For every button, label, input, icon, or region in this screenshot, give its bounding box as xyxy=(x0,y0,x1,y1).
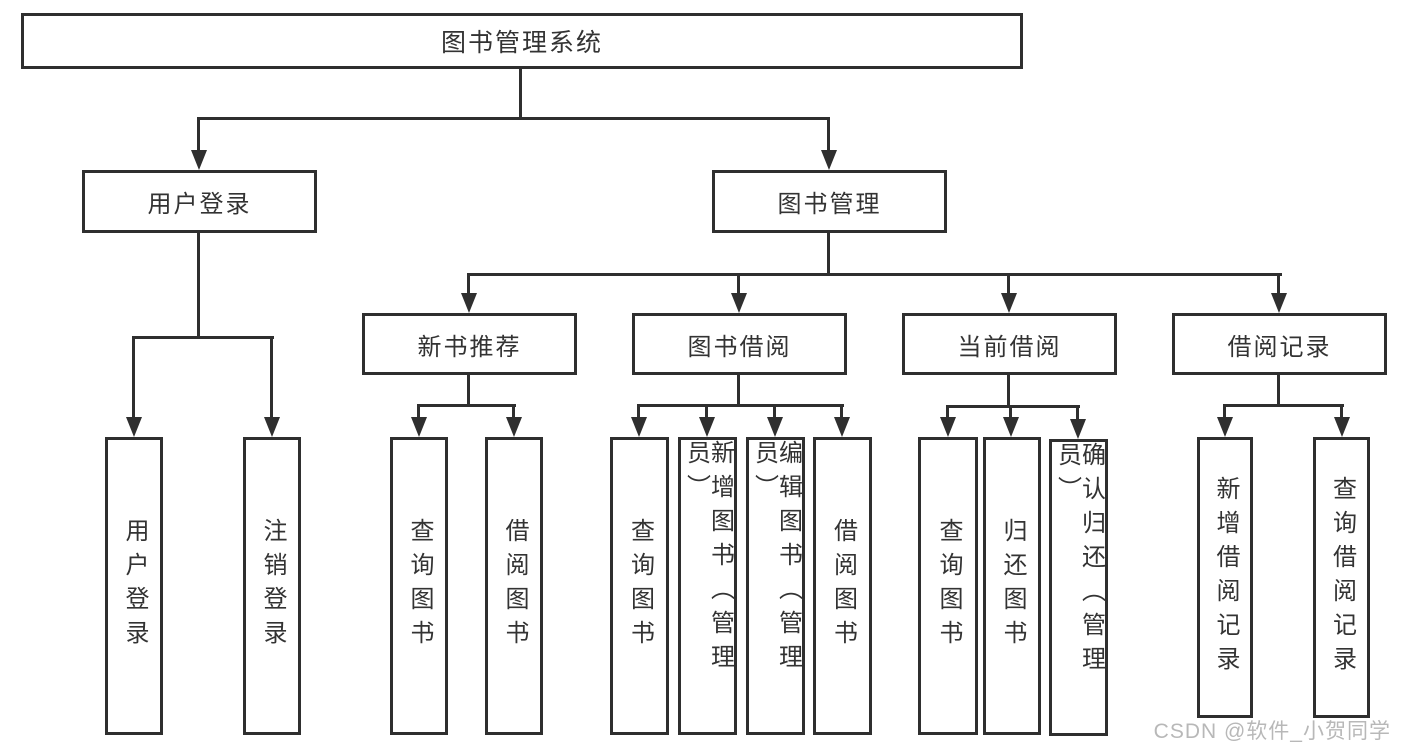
arrow-down-icon xyxy=(1271,293,1287,313)
node-new-book-recommend: 新书推荐 xyxy=(362,313,577,375)
leaf-borrow-books-recommend: 借阅图书 xyxy=(485,437,543,735)
node-book-borrow: 图书借阅 xyxy=(632,313,847,375)
connector-line xyxy=(197,117,830,120)
node-label: 当前借阅 xyxy=(957,333,1062,361)
node-root-system: 图书管理系统 xyxy=(21,13,1023,69)
leaf-label: 查询图书 xyxy=(626,518,654,654)
connector-line xyxy=(1007,374,1010,408)
connector-line xyxy=(417,404,420,420)
arrow-down-icon xyxy=(1003,417,1019,437)
leaf-user-login: 用户登录 xyxy=(105,437,163,735)
connector-line xyxy=(512,404,515,420)
leaf-edit-books-admin: 编辑图书（管理员） xyxy=(746,437,805,735)
connector-line xyxy=(197,232,200,339)
connector-line xyxy=(1009,405,1012,420)
leaf-query-borrow-record: 查询借阅记录 xyxy=(1313,437,1370,718)
leaf-logout: 注销登录 xyxy=(243,437,301,735)
node-root-label: 图书管理系统 xyxy=(440,29,603,57)
arrow-down-icon xyxy=(461,293,477,313)
arrow-down-icon xyxy=(126,417,142,437)
connector-line xyxy=(467,273,1282,276)
arrow-down-icon xyxy=(1001,293,1017,313)
leaf-return-books: 归还图书 xyxy=(983,437,1041,735)
leaf-label: 确认归还（管理员） xyxy=(1053,442,1105,680)
leaf-query-books-recommend: 查询图书 xyxy=(390,437,448,735)
arrow-down-icon xyxy=(1334,417,1350,437)
connector-line xyxy=(1076,405,1079,420)
connector-line xyxy=(705,404,708,420)
leaf-label: 注销登录 xyxy=(259,518,286,654)
node-label: 新书推荐 xyxy=(417,333,522,361)
connector-line xyxy=(637,404,640,420)
connector-line xyxy=(946,405,1080,408)
leaf-label: 查询图书 xyxy=(406,518,433,654)
connector-line xyxy=(132,336,274,339)
node-label: 图书管理 xyxy=(777,191,882,218)
leaf-label: 用户登录 xyxy=(121,518,148,654)
connector-line xyxy=(1223,404,1226,420)
connector-line xyxy=(773,404,776,420)
connector-line xyxy=(737,273,740,297)
connector-line xyxy=(637,404,844,407)
connector-line xyxy=(1277,273,1280,297)
arrow-down-icon xyxy=(191,150,207,170)
arrow-down-icon xyxy=(940,417,956,437)
connector-line xyxy=(1007,273,1010,297)
leaf-borrow-books: 借阅图书 xyxy=(813,437,872,735)
arrow-down-icon xyxy=(731,293,747,313)
arrow-down-icon xyxy=(506,417,522,437)
leaf-label: 编辑图书（管理员） xyxy=(750,440,802,678)
connector-line xyxy=(132,336,135,420)
arrow-down-icon xyxy=(1217,417,1233,437)
node-current-borrow: 当前借阅 xyxy=(902,313,1117,375)
connector-line xyxy=(827,232,830,276)
leaf-label: 借阅图书 xyxy=(829,518,857,654)
connector-line xyxy=(737,374,740,407)
arrow-down-icon xyxy=(821,150,837,170)
connector-line xyxy=(417,404,516,407)
arrow-down-icon xyxy=(264,417,280,437)
connector-line xyxy=(467,273,470,297)
connector-line xyxy=(1277,374,1280,407)
leaf-add-books-admin: 新增图书（管理员） xyxy=(678,437,737,735)
node-borrow-records: 借阅记录 xyxy=(1172,313,1387,375)
connector-line xyxy=(519,68,522,119)
leaf-add-borrow-record: 新增借阅记录 xyxy=(1197,437,1253,718)
arrow-down-icon xyxy=(411,417,427,437)
connector-line xyxy=(467,374,470,407)
connector-line xyxy=(1340,404,1343,420)
node-user-login-branch: 用户登录 xyxy=(82,170,317,233)
leaf-label: 归还图书 xyxy=(999,518,1026,654)
arrow-down-icon xyxy=(631,417,647,437)
arrow-down-icon xyxy=(1070,419,1086,439)
leaf-label: 查询借阅记录 xyxy=(1328,475,1356,680)
node-book-management-branch: 图书管理 xyxy=(712,170,947,233)
leaf-label: 查询图书 xyxy=(935,518,962,654)
csdn-watermark: CSDN @软件_小贺同学 xyxy=(1153,720,1391,743)
node-label: 图书借阅 xyxy=(687,333,792,361)
node-label: 借阅记录 xyxy=(1227,333,1332,361)
connector-line xyxy=(1223,404,1344,407)
connector-line xyxy=(270,336,273,420)
connector-line xyxy=(197,117,200,153)
node-label: 用户登录 xyxy=(147,191,252,218)
connector-line xyxy=(827,117,830,153)
connector-line xyxy=(946,405,949,420)
arrow-down-icon xyxy=(834,417,850,437)
leaf-query-books-current: 查询图书 xyxy=(918,437,978,735)
leaf-query-books-borrow: 查询图书 xyxy=(610,437,669,735)
leaf-label: 借阅图书 xyxy=(501,518,528,654)
arrow-down-icon xyxy=(699,417,715,437)
leaf-confirm-return-admin: 确认归还（管理员） xyxy=(1049,439,1108,736)
connector-line xyxy=(840,404,843,420)
leaf-label: 新增图书（管理员） xyxy=(682,440,734,678)
arrow-down-icon xyxy=(767,417,783,437)
leaf-label: 新增借阅记录 xyxy=(1212,475,1239,680)
